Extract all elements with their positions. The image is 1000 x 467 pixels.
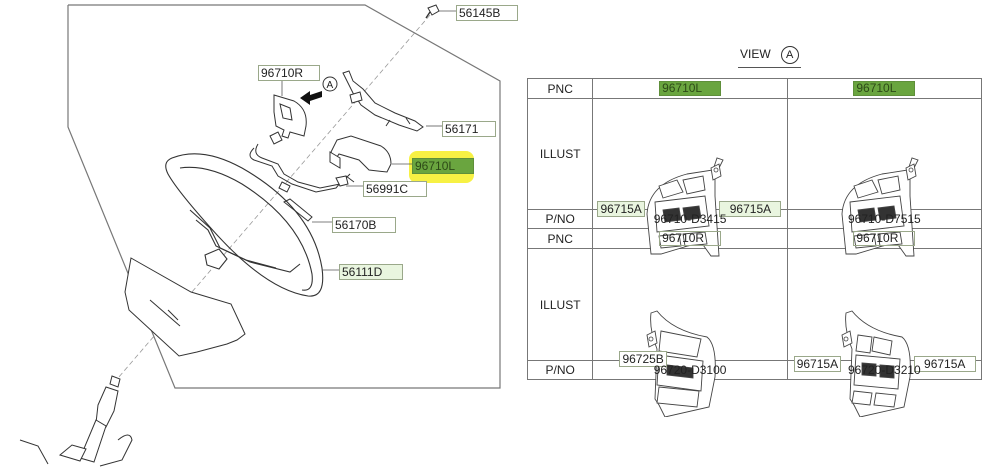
voice-button [853, 179, 879, 199]
pnc-cell[interactable]: 96710L [853, 81, 916, 96]
pno-cell[interactable]: 96710-D7515 [786, 209, 983, 229]
switch-96710r-part [273, 94, 307, 139]
table-row-pno-lower: P/NO 96720-D3100 96720-D3210 [526, 360, 983, 380]
ornament-56170b-part [283, 198, 313, 222]
callout-56111d[interactable]: 56111D [339, 264, 403, 280]
pno-cell[interactable]: 96710-D3415 [592, 209, 788, 229]
phone-button [877, 175, 901, 195]
steering-wheel-exploded-diagram: A [19, 4, 501, 467]
pnc-cell[interactable]: 96710R [853, 231, 916, 246]
row-header-pno: P/NO [526, 209, 594, 229]
button-bottom-right [873, 392, 897, 407]
button-top-right [871, 335, 893, 356]
table-row-illust-lower: ILLUST 96725B 96715A 96715A [526, 248, 983, 417]
table-row-illust-upper: ILLUST 96715A 96715A [526, 98, 983, 257]
mount-hole-icon [649, 336, 654, 341]
callout-56145b[interactable]: 56145B [456, 5, 518, 21]
callout-96710l-highlighted[interactable]: 96710L [412, 158, 474, 174]
button-top [658, 329, 702, 358]
voice-button [658, 179, 685, 199]
callout-56171[interactable]: 56171 [442, 121, 496, 137]
mount-hole-icon [714, 167, 719, 173]
pnc-cell[interactable]: 96710L [659, 81, 722, 96]
assembly-frame [67, 4, 501, 389]
button-bottom-left [851, 390, 873, 405]
callout-56170b[interactable]: 56170B [332, 217, 396, 233]
row-header-pnc: PNC [526, 78, 594, 99]
row-header-illust: ILLUST [526, 98, 594, 210]
table-row-pno-upper: P/NO 96710-D3415 96710-D7515 [526, 209, 983, 229]
row-header-illust: ILLUST [526, 248, 594, 361]
view-a-marker-icon [322, 76, 338, 92]
callout-56991c[interactable]: 56991C [363, 181, 427, 197]
view-label: VIEW [740, 47, 771, 61]
mount-hole-icon [843, 336, 849, 341]
view-arrow-icon [300, 91, 322, 105]
pnc-cell[interactable]: 96710R [659, 231, 722, 246]
button-top-left [855, 333, 873, 354]
steering-column-part [19, 375, 133, 467]
view-a-marker-letter: A [327, 80, 334, 91]
callout-96710r[interactable]: 96710R [258, 65, 320, 81]
clock-spring-56171-part [342, 70, 424, 132]
row-header-pnc: PNC [526, 228, 594, 249]
view-title: VIEW A [738, 46, 801, 68]
phone-button [682, 175, 706, 195]
parts-table: PNC 96710L 96710L ILLUST 96715A 96715A P… [526, 78, 983, 417]
steering-wheel-56111d-part [165, 153, 324, 297]
switch-96710l-part [329, 135, 392, 173]
mount-hole-icon [908, 167, 914, 173]
center-axis [111, 14, 431, 386]
illust-cell [786, 98, 983, 257]
table-row-pnc-lower: PNC 96710R 96710R [526, 228, 983, 249]
bolt-icon [425, 4, 440, 19]
view-marker-circle-icon: A [780, 46, 799, 64]
illust-cell: 96725B [592, 248, 788, 417]
pno-cell[interactable]: 96720-D3100 [592, 360, 788, 380]
illust-cell: 96715A 96715A [786, 248, 983, 417]
button-bottom [656, 386, 700, 407]
illust-cell: 96715A 96715A [592, 98, 788, 257]
wiring-harness-56991c-part [249, 131, 355, 193]
airbag-cover-part [124, 257, 246, 357]
table-row-pnc-upper: PNC 96710L 96710L [526, 78, 983, 99]
pno-cell[interactable]: 96720-D3210 [786, 360, 983, 380]
row-header-pno: P/NO [526, 360, 594, 380]
